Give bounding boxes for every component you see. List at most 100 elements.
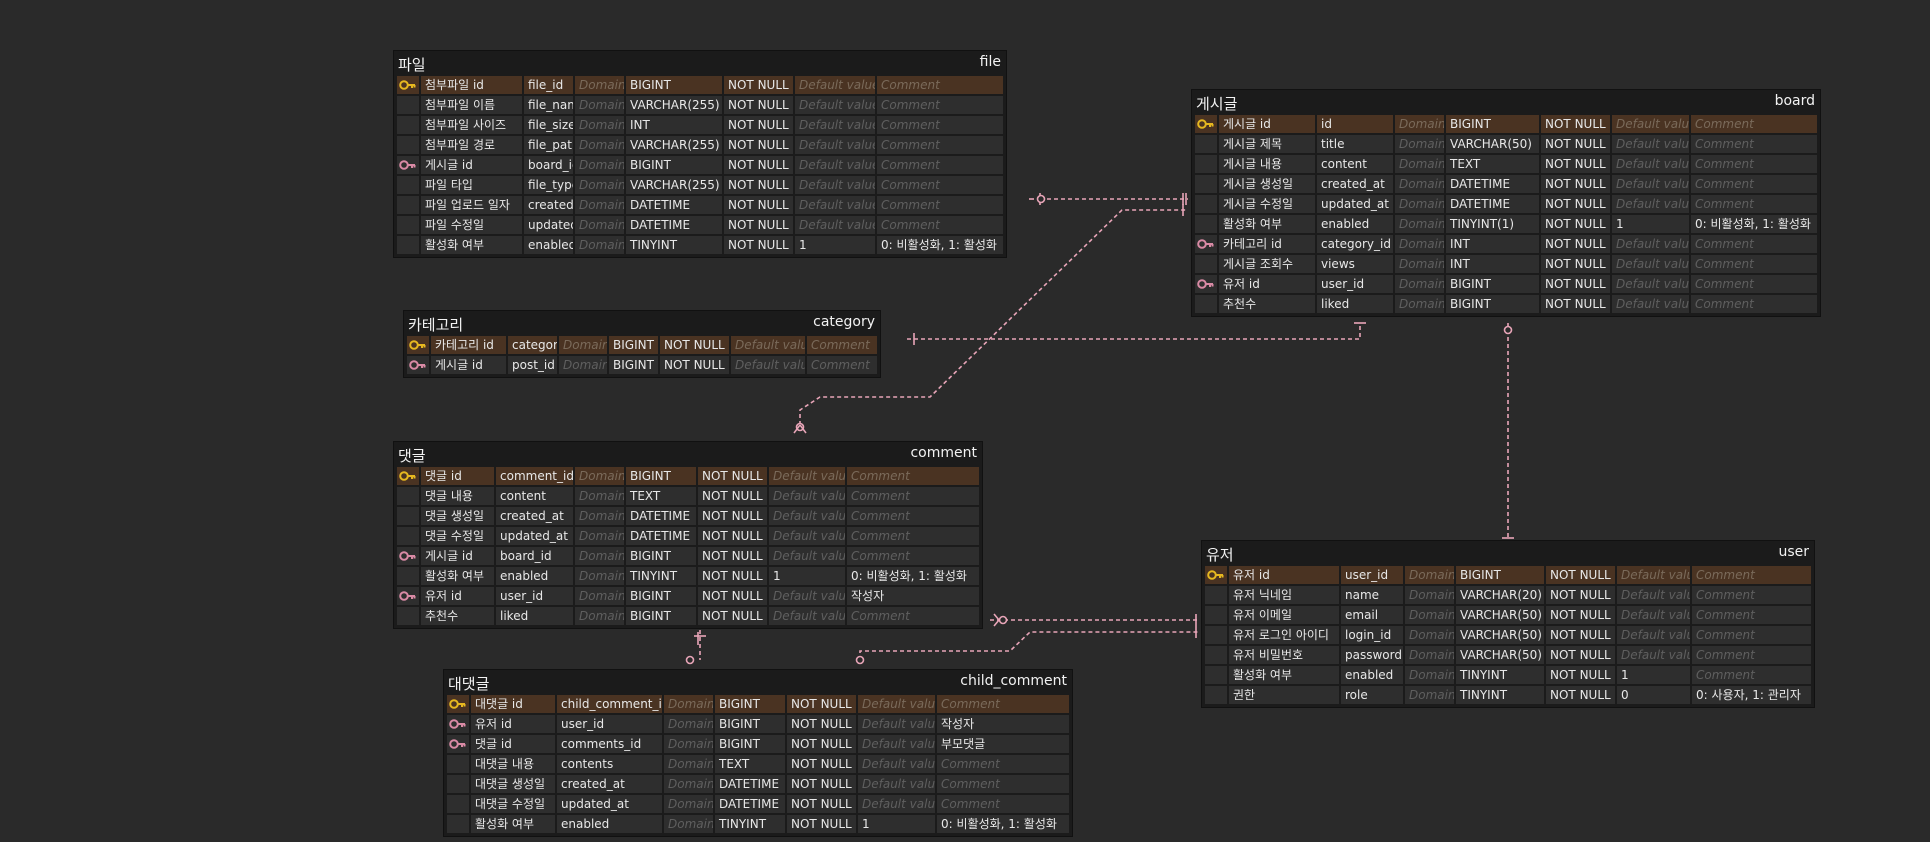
logical-name: 댓글 id [420,466,495,486]
domain: Domain [574,486,625,506]
logical-name: 추천수 [1218,294,1316,314]
nullability: NOT NULL [697,506,768,526]
data-type: VARCHAR(255) [625,135,723,155]
table-logical-name: 게시글 [1196,95,1238,113]
comment: Comment [846,546,980,566]
physical-name: views [1316,254,1394,274]
pk-key-icon [446,694,470,714]
pk-key-icon [1204,565,1228,585]
logical-name: 유저 비밀번호 [1228,645,1340,665]
logical-name: 대댓글 내용 [470,754,556,774]
data-type: DATETIME [625,215,723,235]
logical-name: 게시글 제목 [1218,134,1316,154]
comment: Comment [1690,274,1818,294]
comment: Comment [846,466,980,486]
nullability: NOT NULL [697,486,768,506]
data-type: BIGINT [625,546,697,566]
physical-name: enabled [1316,214,1394,234]
domain: Domain [574,115,625,135]
nullability: NOT NULL [697,526,768,546]
default-value: 1 [1611,214,1690,234]
physical-name: updated_at [495,526,574,546]
physical-name: child_comment_id [556,694,663,714]
domain: Domain [574,155,625,175]
physical-name: content [1316,154,1394,174]
domain: Domain [1404,685,1455,705]
key-cell [1194,154,1218,174]
data-type: BIGINT [625,466,697,486]
fk-key-icon [406,355,430,375]
default-value: Default value [794,195,876,215]
data-type: VARCHAR(255) [625,95,723,115]
domain: Domain [1394,214,1445,234]
comment: Comment [876,95,1004,115]
logical-name: 권한 [1228,685,1340,705]
data-type: TINYINT [625,235,723,255]
nullability: NOT NULL [1540,134,1611,154]
key-cell [446,754,470,774]
domain: Domain [574,195,625,215]
physical-name: category_id [507,335,558,355]
comment: Comment [1690,114,1818,134]
comment: Comment [846,486,980,506]
default-value: Default value [794,215,876,235]
fk-key-icon [1194,274,1218,294]
domain: Domain [1394,194,1445,214]
